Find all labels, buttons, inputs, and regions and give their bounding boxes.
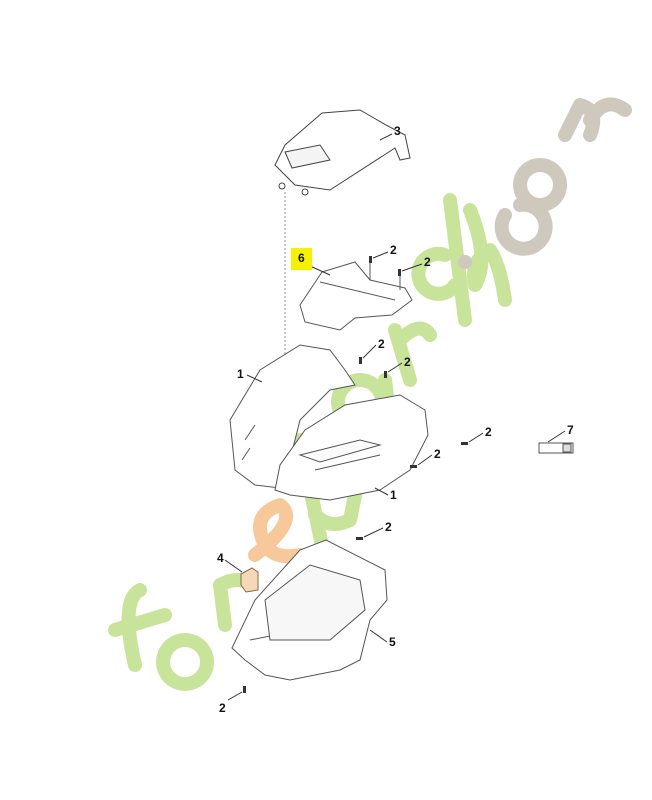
callout-2: 2: [385, 520, 392, 534]
callout-3: 3: [394, 124, 401, 138]
callout-2: 2: [404, 355, 411, 369]
callout-4: 4: [217, 551, 224, 565]
callout-7: 7: [567, 423, 574, 437]
callout-2: 2: [390, 243, 397, 257]
callout-2: 2: [485, 425, 492, 439]
part-1-right-housing: [274, 394, 429, 501]
part-3-top-cover: [274, 109, 411, 360]
part-6-panel: [299, 261, 413, 331]
callout-6-highlighted: 6: [291, 248, 312, 270]
screws: [243, 256, 468, 693]
callout-5: 5: [389, 635, 396, 649]
callout-2: 2: [219, 701, 226, 715]
leader-lines: [224, 133, 566, 701]
part-5-base: [231, 539, 388, 681]
callout-2: 2: [424, 255, 431, 269]
callout-2: 2: [434, 447, 441, 461]
part-7-label: [538, 442, 574, 454]
callout-1: 1: [237, 367, 244, 381]
part-4-clip: [240, 567, 259, 593]
callout-1: 1: [390, 488, 397, 502]
callout-2: 2: [378, 337, 385, 351]
